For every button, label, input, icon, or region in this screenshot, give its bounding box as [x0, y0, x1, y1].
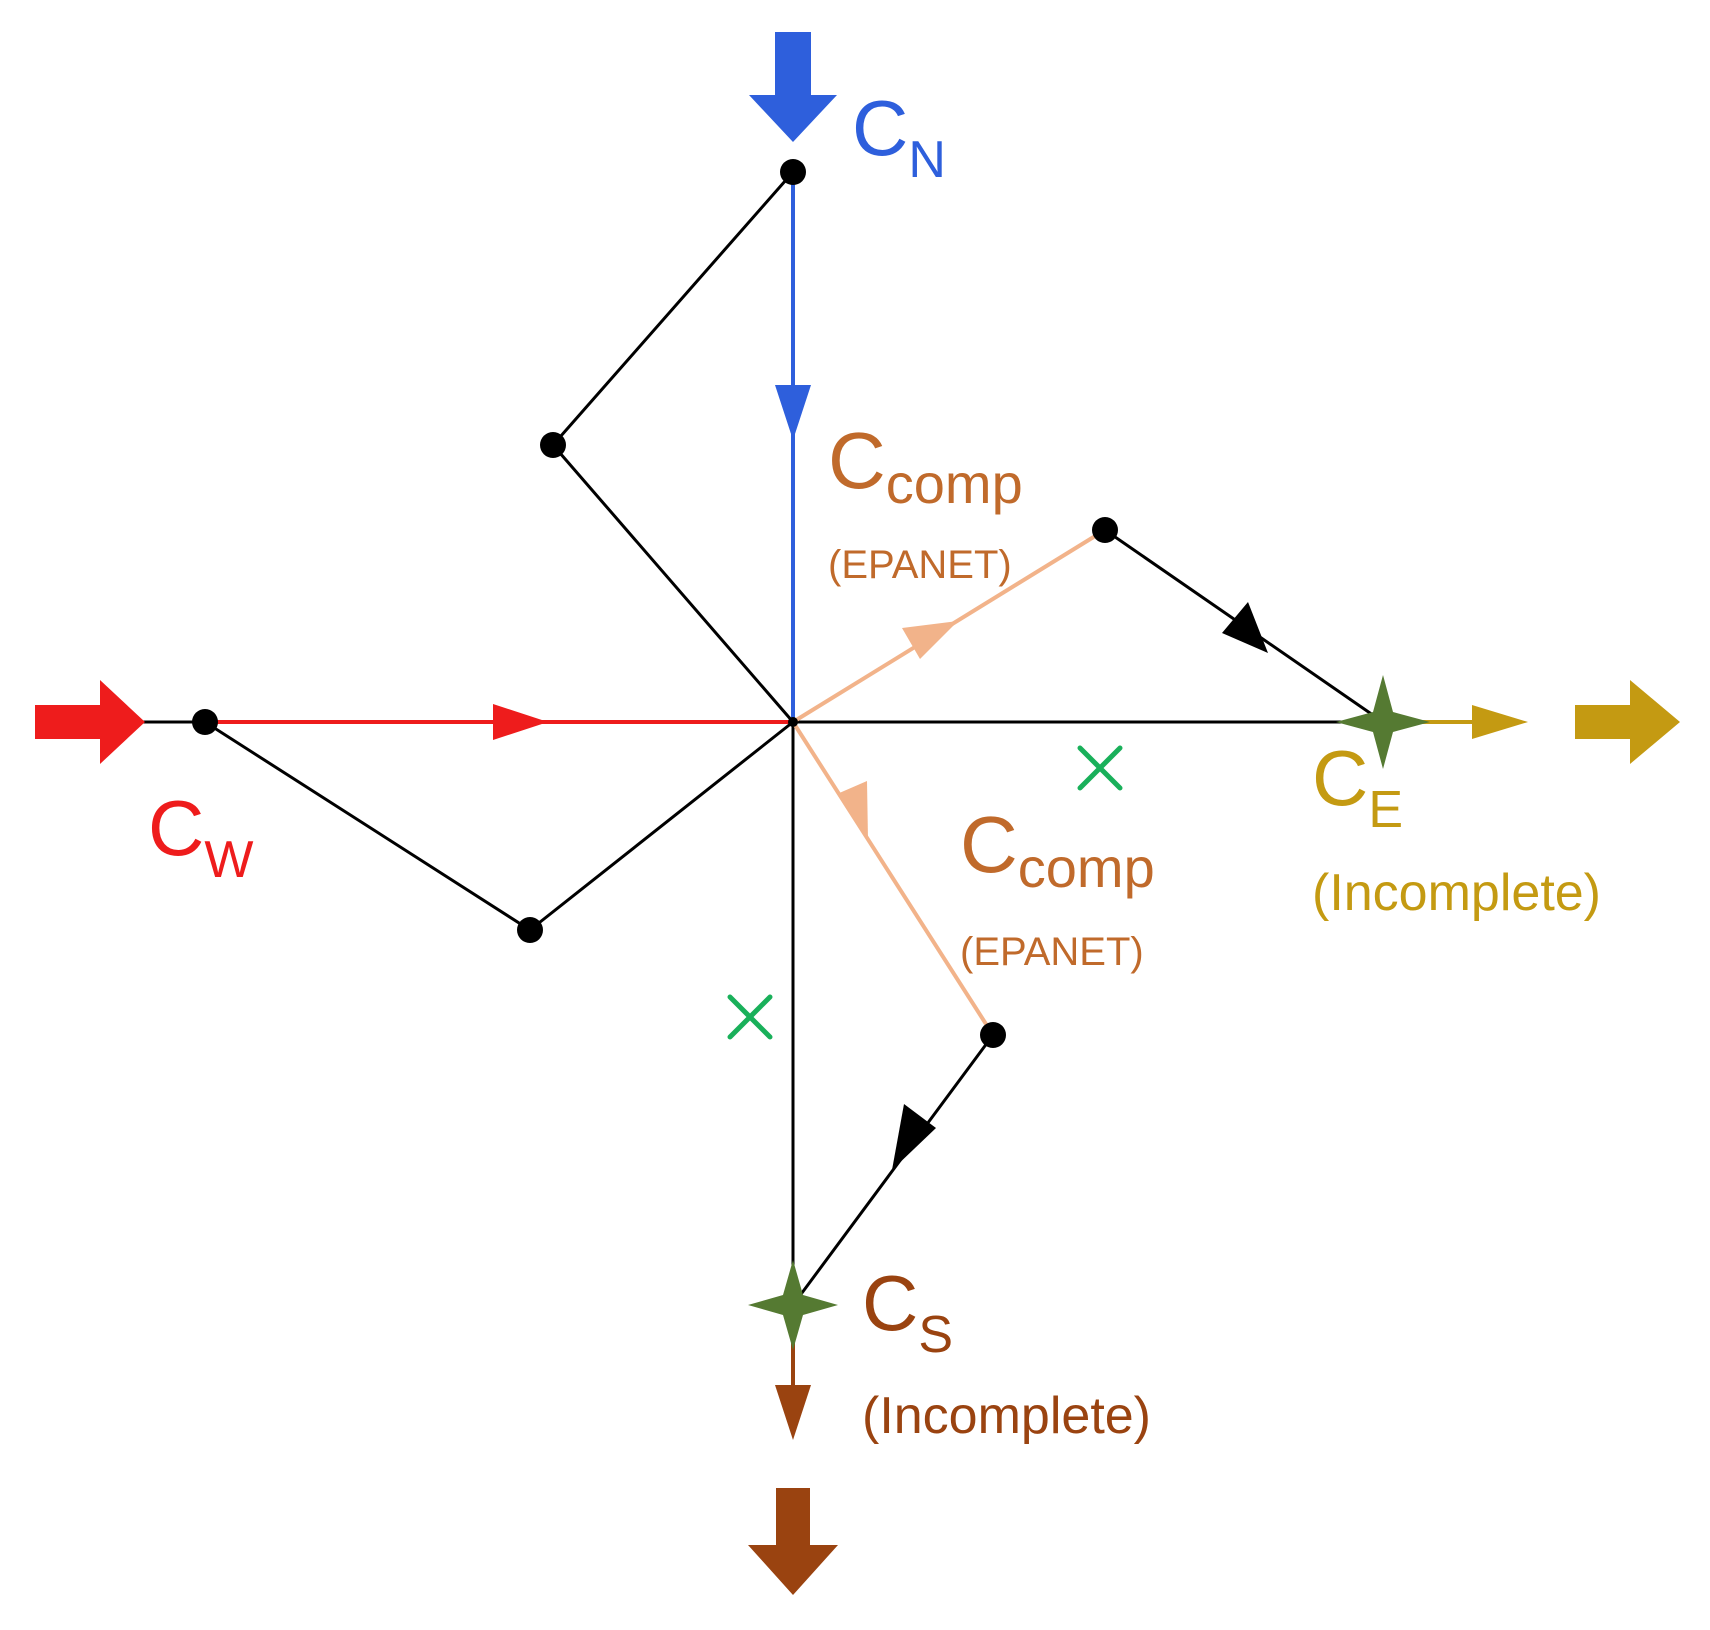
west-inflow	[35, 680, 793, 764]
label-north: CN	[852, 84, 946, 189]
west-flow-arrow	[493, 704, 548, 740]
comp-flow-arrow-lower	[837, 781, 868, 840]
thick-down-arrow-icon	[749, 32, 837, 142]
label-south: CS	[862, 1259, 953, 1364]
thick-right-arrow-icon	[35, 680, 145, 764]
node-south-west	[517, 917, 543, 943]
label-south-note: (Incomplete)	[862, 1387, 1151, 1445]
comp-pipe-lower	[791, 720, 995, 1037]
node-west	[192, 709, 218, 735]
label-comp-upper-note: (EPANET)	[828, 543, 1012, 587]
label-comp-lower-note: (EPANET)	[960, 930, 1144, 974]
node-north	[780, 159, 806, 185]
four-point-star-icon	[1336, 675, 1430, 769]
flow-arrow-east-branch	[1222, 602, 1268, 653]
cross-icon	[1077, 745, 1123, 791]
thick-down-arrow-icon	[748, 1488, 838, 1595]
pipe-north-loop	[551, 170, 795, 724]
computed-flows	[791, 528, 1107, 1037]
east-flow-arrow	[1472, 705, 1528, 739]
pipe-west-loop	[203, 720, 795, 932]
pipe-network	[138, 170, 1385, 1307]
flow-arrow-south-branch	[892, 1104, 936, 1170]
label-west: CW	[148, 784, 253, 889]
comp-flow-arrow-upper	[902, 621, 958, 659]
south-flow-arrow	[775, 1385, 811, 1440]
label-comp-lower: Ccomp	[960, 800, 1155, 899]
north-flow-arrow	[775, 385, 811, 440]
thick-right-arrow-icon	[1575, 680, 1680, 764]
node-north-west	[540, 432, 566, 458]
label-east-note: (Incomplete)	[1312, 864, 1601, 922]
four-point-star-icon	[748, 1260, 838, 1350]
node-center	[788, 717, 798, 727]
node-south-east	[980, 1022, 1006, 1048]
node-north-east	[1092, 517, 1118, 543]
nodes	[192, 159, 1118, 1048]
label-east: CE	[1312, 734, 1403, 839]
pipe-south-branch	[791, 1033, 995, 1307]
label-comp-upper: Ccomp	[828, 416, 1023, 515]
cross-icon	[727, 994, 773, 1040]
north-inflow	[749, 32, 837, 722]
